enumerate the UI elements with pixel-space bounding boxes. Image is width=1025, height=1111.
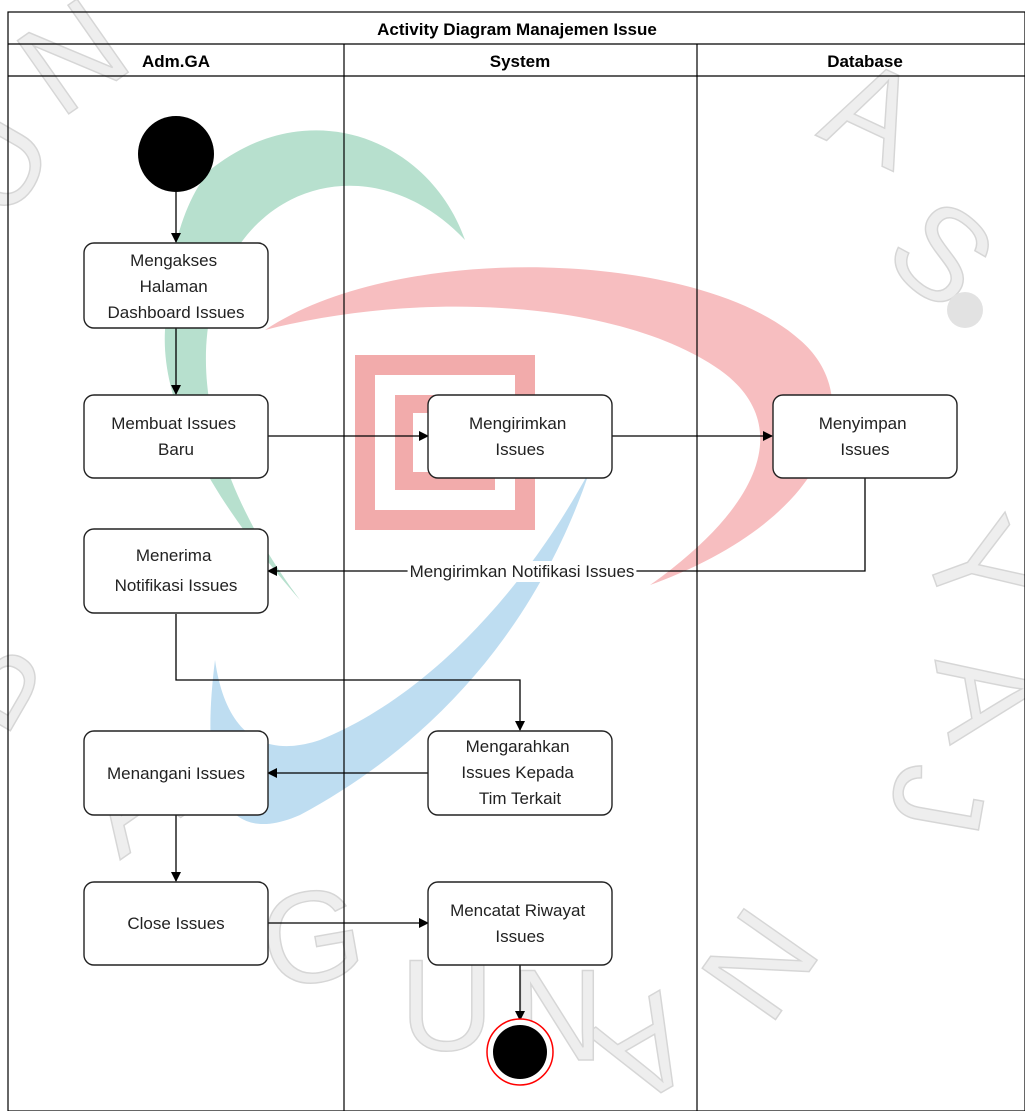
- activity-close-issues: Close Issues: [83, 881, 269, 966]
- node-line: Baru: [158, 440, 194, 459]
- node-line: Close Issues: [127, 914, 224, 933]
- watermark-letter: J: [861, 755, 1016, 844]
- node-line: Notifikasi Issues: [115, 576, 238, 595]
- edge-terima-to-arahkan: [175, 614, 525, 731]
- svg-text:Close Issues: Close Issues: [127, 914, 224, 933]
- diagram-title: Activity Diagram Manajemen Issue: [377, 20, 657, 39]
- watermark-letter: N: [0, 0, 153, 143]
- activity-menerima-notifikasi: Menerima Notifikasi Issues: [83, 528, 269, 614]
- node-line: Issues: [495, 927, 544, 946]
- svg-text:Menangani Issues: Menangani Issues: [107, 764, 245, 783]
- edge-label-notifikasi: Mengirimkan Notifikasi Issues: [410, 562, 635, 581]
- node-line: Mencatat Riwayat: [450, 901, 585, 920]
- node-line: Issues Kepada: [461, 763, 574, 782]
- lane-header-adm-ga: Adm.GA: [142, 52, 210, 71]
- node-line: Menangani Issues: [107, 764, 245, 783]
- activity-menyimpan-issues: Menyimpan Issues: [772, 394, 958, 479]
- watermark-letter: B: [0, 606, 73, 754]
- watermark-letter: Y: [894, 500, 1025, 631]
- node-line: Menerima: [136, 546, 212, 565]
- activity-menangani-issues: Menangani Issues: [83, 730, 269, 816]
- activity-mengirimkan-issues: Mengirimkan Issues: [427, 394, 613, 479]
- watermark-dot: [947, 292, 983, 328]
- node-line: Dashboard Issues: [107, 303, 244, 322]
- svg-text:Menyimpan Issues: Menyimpan Issues: [819, 414, 912, 459]
- lane-header-database: Database: [827, 52, 903, 71]
- node-line: Tim Terkait: [479, 789, 561, 808]
- lane-header-system: System: [490, 52, 550, 71]
- node-line: Mengirimkan: [469, 414, 566, 433]
- svg-text:Mengarahkan Issues Kepad: Mengarahkan Issues Kepada Tim Terkait: [461, 737, 578, 808]
- node-line: Issues: [495, 440, 544, 459]
- node-line: Mengarahkan: [466, 737, 570, 756]
- activity-mengarahkan-issues: Mengarahkan Issues Kepada Tim Terkait: [427, 730, 613, 816]
- watermark-letter: A: [907, 640, 1025, 751]
- node-line: Menyimpan: [819, 414, 907, 433]
- svg-text:Mencatat Riwayat Issues: Mencatat Riwayat Issues: [450, 901, 590, 946]
- start-node: [138, 116, 214, 192]
- edge-label-background: [407, 561, 637, 582]
- end-node: [486, 1018, 554, 1086]
- node-line: Mengakses: [130, 251, 217, 270]
- node-line: Issues: [840, 440, 889, 459]
- svg-text:Membuat Issues Baru: Membuat Issues Baru: [111, 414, 240, 459]
- activity-membuat-issues: Membuat Issues Baru: [83, 394, 269, 479]
- node-line: Halaman: [140, 277, 208, 296]
- frame-border: [7, 11, 1025, 1111]
- node-line: Membuat Issues: [111, 414, 236, 433]
- activity-mencatat-riwayat: Mencatat Riwayat Issues: [427, 881, 613, 966]
- svg-text:Mengakses Halaman: Mengakses Halaman Dashboard Issues: [107, 251, 244, 322]
- watermark-pink-arc: [265, 267, 833, 585]
- activity-mengakses-halaman: Mengakses Halaman Dashboard Issues: [83, 242, 269, 329]
- watermark-letter: S: [862, 170, 1022, 338]
- svg-text:Mengirimkan Issues: Mengirimkan Issues: [469, 414, 571, 459]
- swimlane-frame: [7, 11, 1025, 1111]
- svg-text:Menerima Notifikasi Issu: Menerima Notifikasi Issues: [115, 546, 238, 595]
- watermark-letter: N: [673, 884, 846, 1045]
